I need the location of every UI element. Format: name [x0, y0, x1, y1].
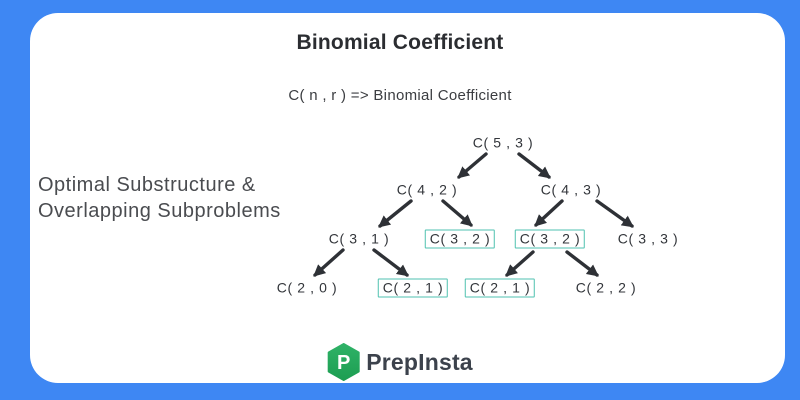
- prepinsta-logo-icon: P: [327, 343, 360, 381]
- tree-arrow-c43-c33: [595, 199, 634, 228]
- tree-arrow-c53-c43: [517, 152, 551, 179]
- tree-node-c21a: C( 2 , 1 ): [377, 278, 449, 298]
- tree-arrow-c42-c31: [378, 199, 413, 228]
- formula-subtitle: C( n , r ) => Binomial Coefficient: [288, 87, 512, 104]
- hexagon-shape: [327, 343, 360, 381]
- tree-node-c33: C( 3 , 3 ): [617, 230, 679, 248]
- tree-arrow-c53-c42: [457, 152, 488, 179]
- prepinsta-logo: P PrepInsta: [327, 343, 473, 381]
- logo-text: PrepInsta: [366, 348, 473, 375]
- tree-node-c53: C( 5 , 3 ): [472, 134, 534, 152]
- tree-arrow-c32b-c21b: [505, 250, 535, 277]
- tree-node-c32a: C( 3 , 2 ): [424, 229, 496, 249]
- tree-arrow-c31-c21a: [372, 248, 409, 277]
- tree-node-c31: C( 3 , 1 ): [328, 230, 390, 248]
- side-note: Optimal Substructure & Overlapping Subpr…: [38, 172, 281, 224]
- tree-node-c20: C( 2 , 0 ): [276, 279, 338, 297]
- tree-arrow-c32b-c22: [565, 250, 599, 277]
- logo-letter: P: [337, 352, 350, 374]
- tree-arrow-c43-c32b: [534, 199, 564, 227]
- page-title: Binomial Coefficient: [296, 31, 504, 54]
- tree-node-c43: C( 4 , 3 ): [540, 181, 602, 199]
- tree-node-c42: C( 4 , 2 ): [396, 181, 458, 199]
- tree-arrow-c42-c32a: [441, 199, 473, 227]
- tree-node-c32b: C( 3 , 2 ): [514, 229, 586, 249]
- tree-node-c21b: C( 2 , 1 ): [464, 278, 536, 298]
- tree-node-c22: C( 2 , 2 ): [575, 279, 637, 297]
- tree-arrow-c31-c20: [313, 248, 345, 277]
- side-note-line-1: Optimal Substructure &: [38, 174, 256, 196]
- side-note-line-2: Overlapping Subproblems: [38, 200, 281, 222]
